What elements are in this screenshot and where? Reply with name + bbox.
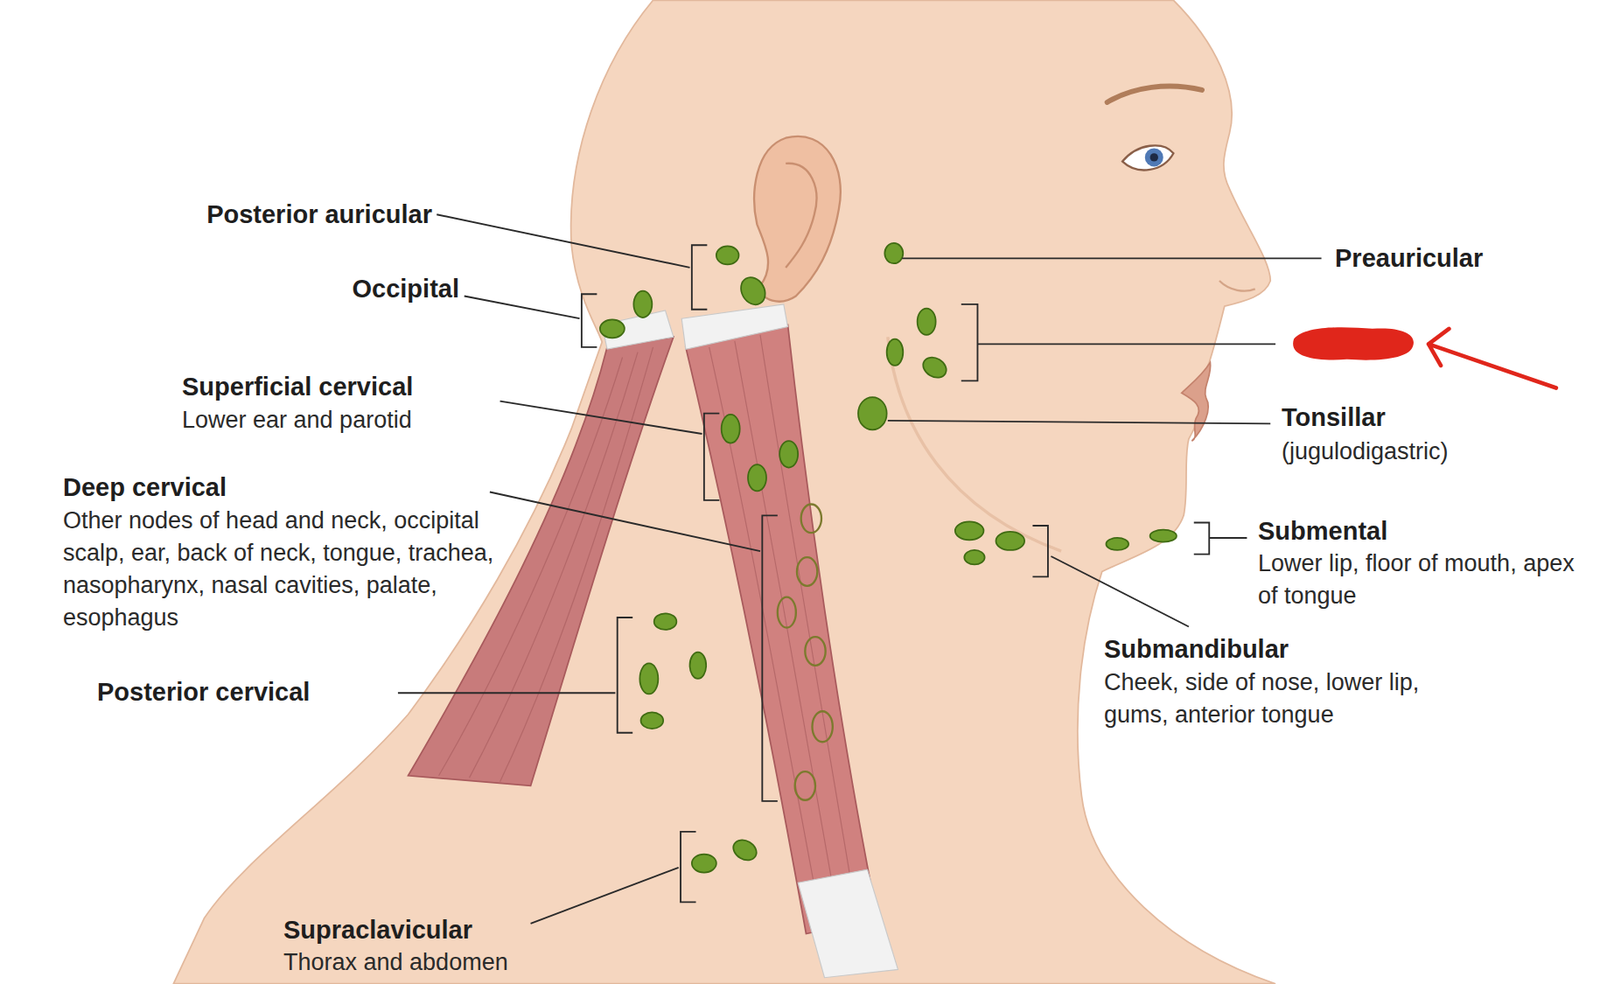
leader-line [1050, 556, 1188, 627]
drainage-note: Cheek, side of nose, lower lip, gums, an… [1103, 666, 1481, 732]
eyebrow [1107, 86, 1202, 103]
group-label: Posterior auricular [206, 198, 433, 231]
leader-line [887, 420, 1271, 424]
deep-lymph-node [804, 636, 825, 666]
ear-inner [785, 163, 817, 268]
head-outline [173, 0, 1276, 984]
bracket [1032, 525, 1048, 577]
iris [1145, 147, 1164, 167]
lymph-node [639, 663, 658, 694]
sternocleidomastoid-tendon [797, 869, 898, 979]
group-label: Occipital [352, 272, 461, 306]
group-label: Superficial cervical [181, 370, 413, 404]
lymph-node [1105, 537, 1129, 551]
jaw-shade [887, 336, 1062, 552]
sternocleidomastoid-muscle [685, 324, 878, 934]
red-arrow [1428, 328, 1557, 389]
lymph-node [887, 339, 904, 366]
group-label: Tonsillar [1281, 401, 1386, 434]
bracket [617, 617, 633, 734]
deep-lymph-node [795, 771, 816, 801]
ear [754, 136, 841, 302]
lymph-node [721, 414, 741, 444]
deep-lymph-node [777, 597, 797, 629]
lymph-node [736, 272, 771, 309]
lymph-node [964, 550, 985, 565]
lymph-node [955, 521, 985, 540]
bracket [704, 413, 720, 501]
lymph-node [917, 308, 937, 336]
lymph-node [919, 353, 951, 382]
drainage-note: Lower ear and parotid [181, 404, 413, 437]
lymph-node [884, 243, 903, 264]
lymph-node [691, 854, 717, 874]
bracket [961, 304, 979, 381]
bracket [691, 244, 707, 309]
lymph-node [995, 531, 1025, 551]
lips [1181, 362, 1211, 441]
lymph-node [747, 464, 767, 491]
leader-line [398, 691, 615, 694]
lymph-node [779, 440, 798, 468]
lymph-node [633, 291, 652, 318]
lymph-node [1150, 530, 1177, 543]
lymph-node [600, 319, 625, 338]
eye [1122, 145, 1174, 170]
lymph-node [641, 712, 664, 729]
group-label: Supraclavicular [283, 914, 473, 947]
lymph-node [716, 245, 740, 265]
group-label: Submandibular [1103, 633, 1289, 666]
bracket [1194, 522, 1209, 554]
leader-line [436, 214, 690, 268]
bracket [761, 515, 777, 802]
group-label: Preauricular [1334, 242, 1483, 275]
group-label: Submental [1257, 515, 1388, 548]
leader-line [1208, 537, 1247, 539]
lymph-node [690, 652, 707, 679]
group-subtitle: (jugulodigastric) [1281, 435, 1449, 469]
redaction-scribble [1292, 327, 1414, 360]
drainage-note: Lower lip, floor of mouth, apex of tongu… [1257, 547, 1589, 613]
bracket [680, 831, 696, 902]
lymph-node [654, 613, 678, 630]
group-label: Deep cervical [62, 471, 227, 504]
group-label: Posterior cervical [97, 676, 310, 709]
leader-line [500, 401, 703, 434]
drainage-note: Other nodes of head and neck, occipital … [62, 504, 540, 635]
pupil [1150, 153, 1159, 161]
leader-line [977, 342, 1276, 345]
sternocleidomastoid-tendon [681, 304, 788, 350]
bracket [581, 293, 597, 348]
lymph-node [729, 836, 761, 865]
deep-lymph-node [811, 711, 832, 742]
nostril [1219, 280, 1256, 292]
drainage-note: Thorax and abdomen [283, 946, 509, 979]
leader-line [901, 257, 1321, 259]
deep-lymph-node [801, 503, 822, 533]
leader-line [489, 492, 761, 552]
leader-line [531, 867, 679, 924]
lymph-node [858, 397, 888, 430]
sternocleidomastoid-fibres [709, 335, 858, 924]
deep-lymph-node [796, 557, 818, 587]
leader-line [464, 296, 580, 320]
